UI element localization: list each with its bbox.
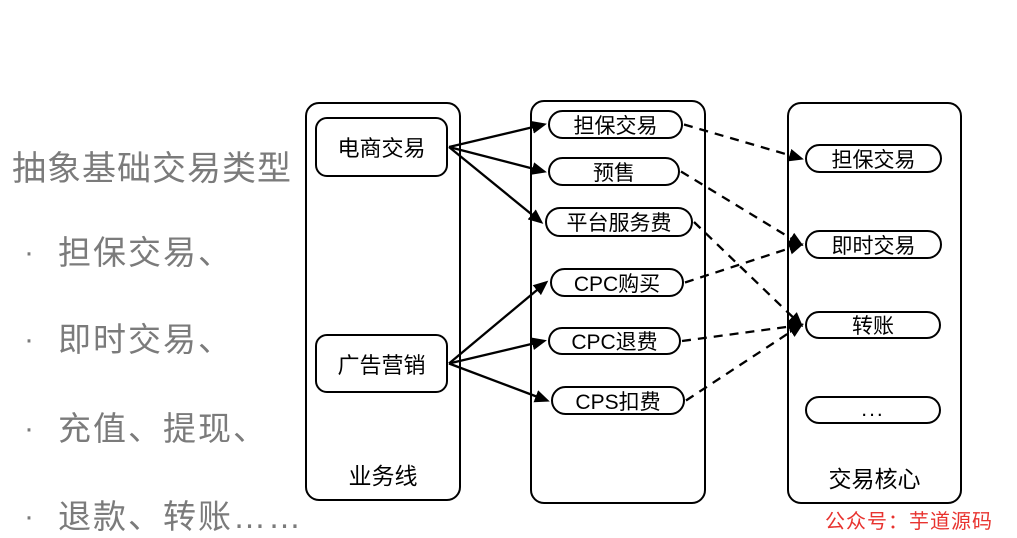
node-presale: 预售	[548, 157, 680, 186]
node-ad-marketing: 广告营销	[315, 334, 448, 393]
bullet-text: 退款、转账……	[58, 498, 303, 535]
bullet-dot-icon: ·	[24, 236, 34, 269]
bullet-dot-icon: ·	[24, 500, 34, 533]
bullet-item: · 充值、提现、	[24, 409, 268, 449]
node-cps-charge: CPS扣费	[551, 386, 685, 415]
node-core-instant-transaction: 即时交易	[805, 230, 942, 259]
page-title: 抽象基础交易类型	[12, 150, 292, 188]
transaction-core-group-label: 交易核心	[828, 466, 921, 492]
bullet-dot-icon: ·	[24, 412, 34, 445]
node-ecommerce-trade: 电商交易	[315, 117, 448, 177]
node-platform-service-fee: 平台服务费	[545, 207, 693, 237]
bullet-item: · 即时交易、	[24, 320, 233, 360]
node-core-secured-transaction: 担保交易	[805, 144, 942, 173]
node-core-more-ellipsis: ...	[805, 396, 941, 424]
bullet-item: · 退款、转账……	[24, 497, 303, 537]
bullet-text: 担保交易、	[58, 234, 233, 271]
bullet-text: 充值、提现、	[58, 410, 268, 447]
bullet-text: 即时交易、	[58, 321, 233, 358]
node-core-transfer: 转账	[805, 311, 941, 339]
bullet-item: · 担保交易、	[24, 233, 233, 273]
node-cpc-refund: CPC退费	[548, 327, 681, 355]
node-secured-transaction: 担保交易	[548, 110, 683, 139]
bullet-dot-icon: ·	[24, 323, 34, 356]
watermark-text: 公众号：芋道源码	[825, 511, 993, 533]
business-line-group-label: 业务线	[348, 463, 418, 489]
node-cpc-purchase: CPC购买	[550, 268, 684, 297]
